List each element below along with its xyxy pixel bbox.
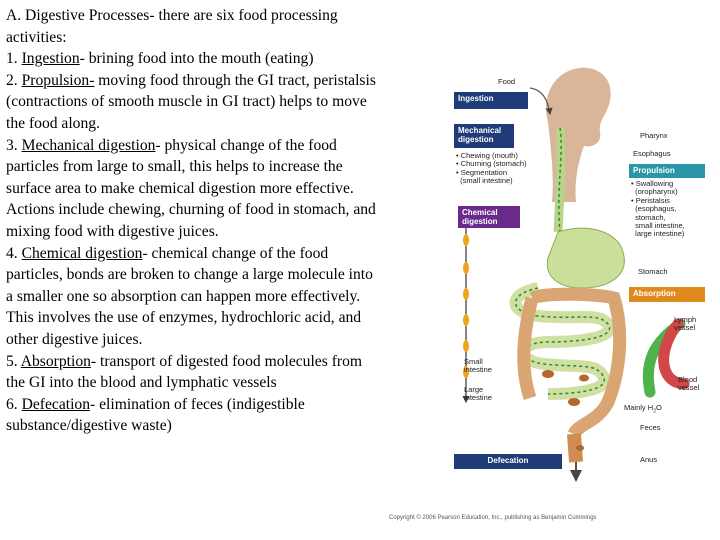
propulsion-list-item: large intestine) [631,229,685,239]
item-description: moving food through the GI tract, perist… [6,71,376,132]
intro-text: A. Digestive Processes- there are six fo… [6,7,338,46]
item-term: Chemical digestion [21,244,143,262]
item-description: - brining food into the mouth (eating) [79,50,314,68]
digestive-system-figure: Food Ingestion Mechanical digestion • Ch… [448,62,710,514]
mainly-water-label: Mainly H2O [624,403,662,415]
large-intestine-shape [517,287,627,438]
process-item-mechanical: 3. Mechanical digestion- physical change… [6,135,378,243]
pharynx-label: Pharynx [640,131,668,140]
item-term: Defecation [21,395,91,413]
item-number: 5. [6,352,18,370]
absorption-box: Absorption [629,287,705,302]
mechanical-list: • Chewing (mouth) • Churning (stomach) •… [456,151,527,186]
process-item-ingestion: 1. Ingestion- brining food into the mout… [6,48,378,70]
item-number: 6. [6,395,18,413]
food-arrow [529,87,553,116]
ingestion-box: Ingestion [454,92,528,109]
item-term: Absorption [20,352,91,370]
item-term: Propulsion- [21,71,95,89]
item-description: - elimination of feces (indigestible sub… [6,395,305,435]
process-item-propulsion: 2. Propulsion- moving food through the G… [6,70,378,135]
process-item-defecation: 6. Defecation- elimination of feces (ind… [6,394,378,437]
propulsion-list-item: • Swallowing [631,179,674,188]
item-number: 2. [6,71,18,89]
defecation-box: Defecation [454,454,562,469]
large-intestine-label: Large intestine [464,385,492,403]
feces-blobs [542,370,589,451]
propulsion-box: Propulsion [629,164,705,178]
mechanical-list-item: • Chewing (mouth) [456,151,518,160]
mechanical-digestion-box: Mechanical digestion [454,124,514,148]
feces-label: Feces [640,423,661,432]
item-description: - transport of digested food molecules f… [6,352,363,392]
esophagus-tube [553,127,566,233]
item-number: 1. [6,50,18,68]
chemical-flame-icons [463,234,469,378]
anus-label: Anus [640,455,658,464]
digestive-tract-illustration [462,67,690,482]
item-term: Ingestion [21,50,80,68]
small-intestine-label: Small intestine [464,357,492,375]
item-number: 4. [6,244,18,262]
item-description: - physical change of the food particles … [6,136,376,240]
propulsion-list-item: (esophagus, [631,204,677,214]
propulsion-list-item: stomach, [631,212,666,222]
item-number: 3. [6,136,18,154]
chemical-digestion-box: Chemical digestion [458,206,520,228]
esophagus-label: Esophagus [633,149,671,158]
blood-vessel-label: Blood vessel [678,375,700,393]
propulsion-list-item: small intestine, [631,221,685,231]
rectum-shape [567,433,583,463]
mechanical-list-item: • Segmentation [456,167,507,177]
item-description: - chemical change of the food particles,… [6,244,373,348]
stomach-label: Stomach [638,267,668,276]
propulsion-list: • Swallowing (oropharynx) • Peristalsis … [631,179,685,239]
blood-vessel-shape [658,318,690,390]
lymph-vessel-label: Lymph vessel [674,315,697,333]
propulsion-list-item: • Peristalsis [631,195,670,205]
process-item-absorption: 5. Absorption- transport of digested foo… [6,351,378,394]
propulsion-list-item: (oropharynx) [631,187,678,197]
text-block: A. Digestive Processes- there are six fo… [6,5,378,437]
mechanical-list-item: • Churning (stomach) [456,159,527,169]
stomach-shape [546,227,625,289]
copyright-text: Copyright © 2006 Pearson Education, Inc.… [389,515,597,521]
process-item-chemical: 4. Chemical digestion- chemical change o… [6,243,378,351]
item-term: Mechanical digestion [21,136,156,154]
mechanical-list-item: (small intestine) [456,176,513,186]
food-label: Food [498,77,516,86]
